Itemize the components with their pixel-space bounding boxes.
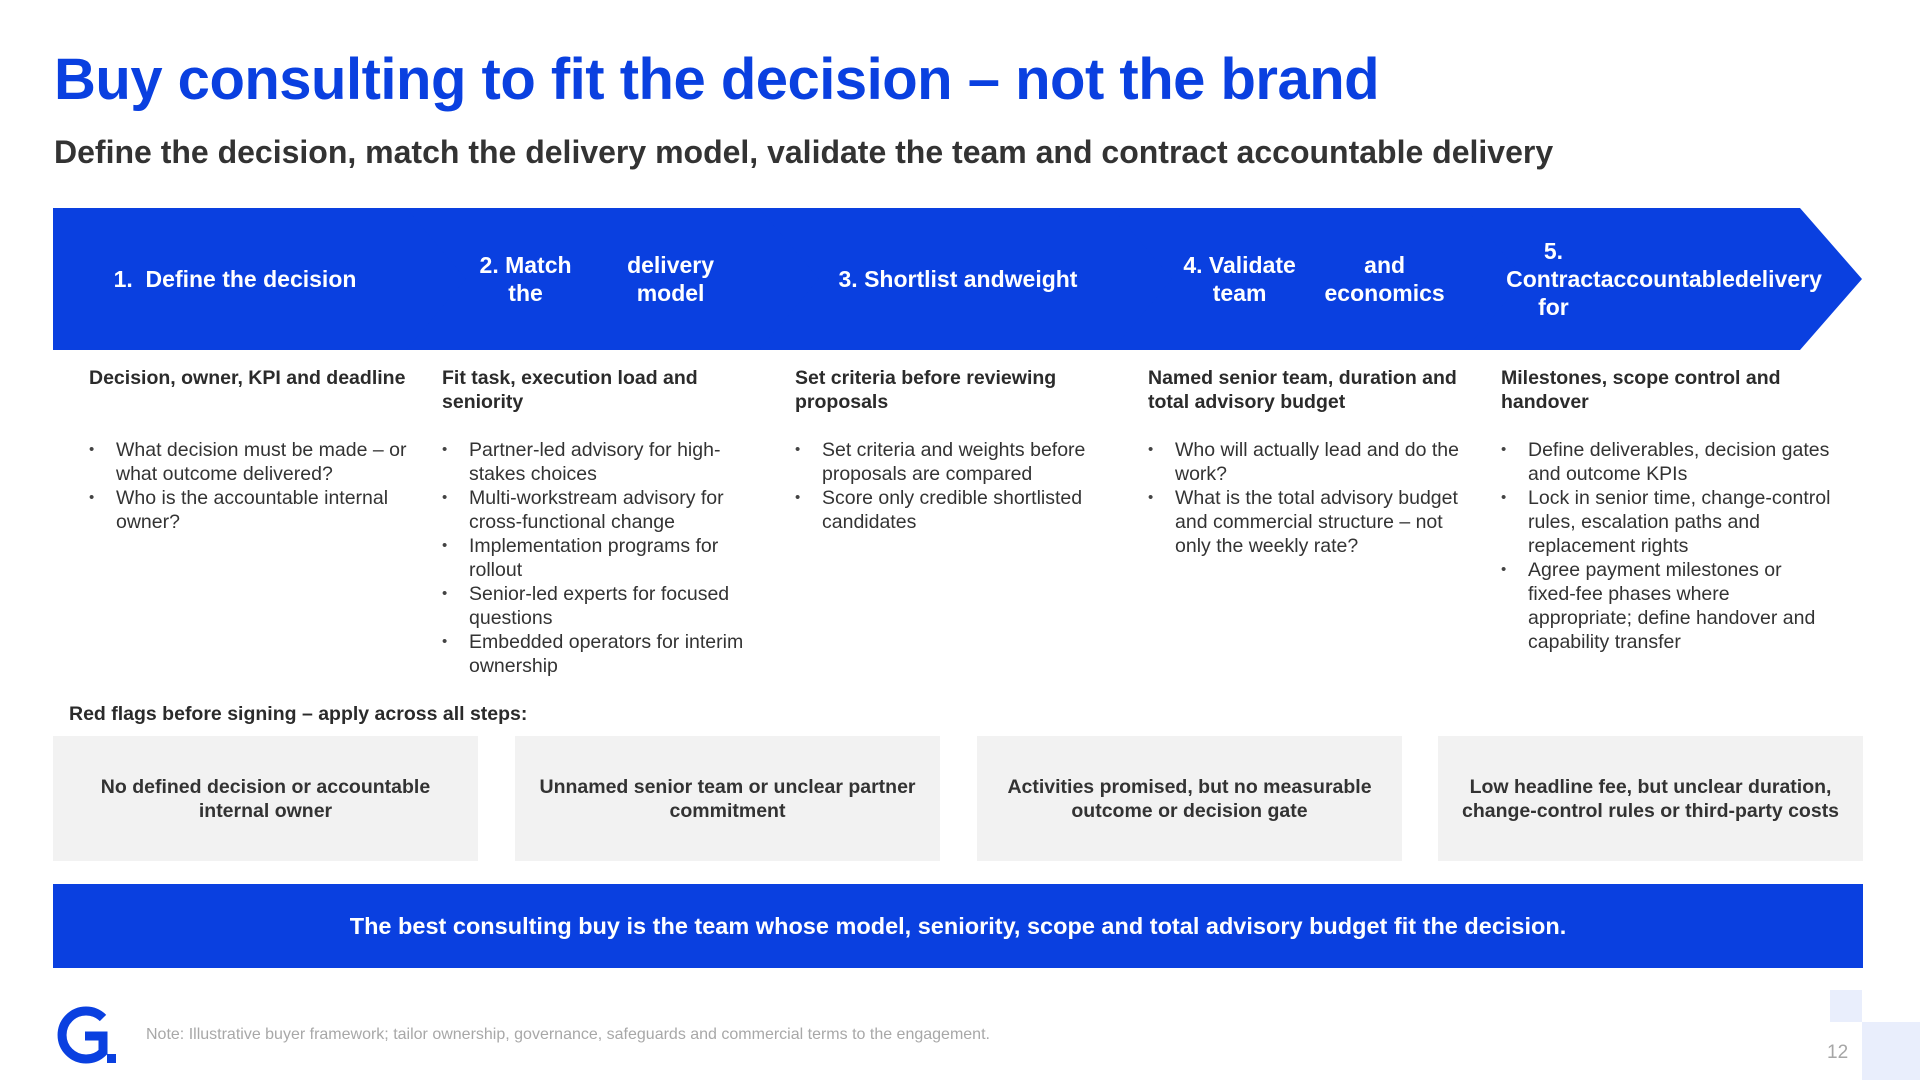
step-4-bullets: Who will actually lead and do the work? … [1148,438,1478,558]
list-item: Multi-workstream advisory for cross-func… [442,486,772,534]
chevron-step-3 [759,208,1179,350]
step-3-heading: Set criteria before reviewing proposals [795,367,1057,413]
list-item: Score only credible shortlisted candidat… [795,486,1125,534]
step-1-column: Decision, owner, KPI and deadline What d… [89,366,419,534]
list-item: Define deliverables, decision gates and … [1501,438,1831,486]
list-item: Who is the accountable internal owner? [89,486,419,534]
brand-g-logo-icon [57,1006,116,1064]
chevron-step-1 [53,208,474,350]
list-item: Agree payment milestones or fixed-fee ph… [1501,558,1831,654]
list-item: Embedded operators for interim ownership [442,630,772,678]
list-item: Set criteria and weights before proposal… [795,438,1125,486]
footer-note: Note: Illustrative buyer framework; tail… [146,1026,990,1043]
list-item: Senior-led experts for focused questions [442,582,772,630]
step-3-column: Set criteria before reviewing proposals … [795,366,1125,534]
step-1-bullets: What decision must be made – or what out… [89,438,419,534]
red-flag-text: Unnamed senior team or unclear partner c… [539,775,916,822]
red-flag-card: Low headline fee, but unclear duration, … [1438,736,1863,861]
step-4-column: Named senior team, duration and total ad… [1148,366,1478,558]
page-subtitle: Define the decision, match the delivery … [54,134,1554,170]
list-item: Lock in senior time, change-control rule… [1501,486,1831,558]
step-2-heading: Fit task, execution load and seniority [442,367,698,413]
page-title: Buy consulting to fit the decision – not… [54,47,1380,112]
step-2-bullets: Partner-led advisory for high-stakes cho… [442,438,772,678]
step-5-bullets: Define deliverables, decision gates and … [1501,438,1831,654]
key-takeaway-banner: The best consulting buy is the team whos… [53,884,1863,968]
corner-squares-decoration-icon [1830,990,1920,1080]
step-2-column: Fit task, execution load and seniority P… [442,366,772,678]
list-item: Who will actually lead and do the work? [1148,438,1478,486]
chevron-step-4 [1112,208,1532,350]
red-flag-text: Low headline fee, but unclear duration, … [1461,775,1840,822]
step-4-heading: Named senior team, duration and total ad… [1148,367,1457,413]
list-item: Implementation programs for rollout [442,534,772,582]
step-1-label: 1. Define the decision [113,265,357,292]
red-flag-card: No defined decision or accountable inter… [53,736,478,861]
page-number: 12 [1827,1042,1849,1063]
step-3-label: 3. Shortlist and weight [838,265,1078,292]
red-flags-label: Red flags before signing – apply across … [69,703,528,725]
step-5-label: 5. Contract for accountable delivery [1506,237,1822,321]
step-5-column: Milestones, scope control and handover D… [1501,366,1831,654]
chevron-step-2 [406,208,826,350]
step-3-bullets: Set criteria and weights before proposal… [795,438,1125,534]
list-item: What is the total advisory budget and co… [1148,486,1478,558]
red-flag-card: Unnamed senior team or unclear partner c… [515,736,940,861]
red-flag-text: No defined decision or accountable inter… [100,775,431,822]
step-2-label: 2. Match the delivery model [479,251,715,306]
banner-text: The best consulting buy is the team whos… [349,912,1567,939]
step-1-heading: Decision, owner, KPI and deadline [89,367,406,389]
red-flag-card: Activities promised, but no measurable o… [977,736,1402,861]
list-item: What decision must be made – or what out… [89,438,419,486]
list-item: Partner-led advisory for high-stakes cho… [442,438,772,486]
red-flag-text: Activities promised, but no measurable o… [1007,775,1372,822]
chevron-step-5 [1465,208,1862,350]
step-5-heading: Milestones, scope control and handover [1501,367,1781,413]
step-4-label: 4. Validate team and economics [1183,251,1445,306]
